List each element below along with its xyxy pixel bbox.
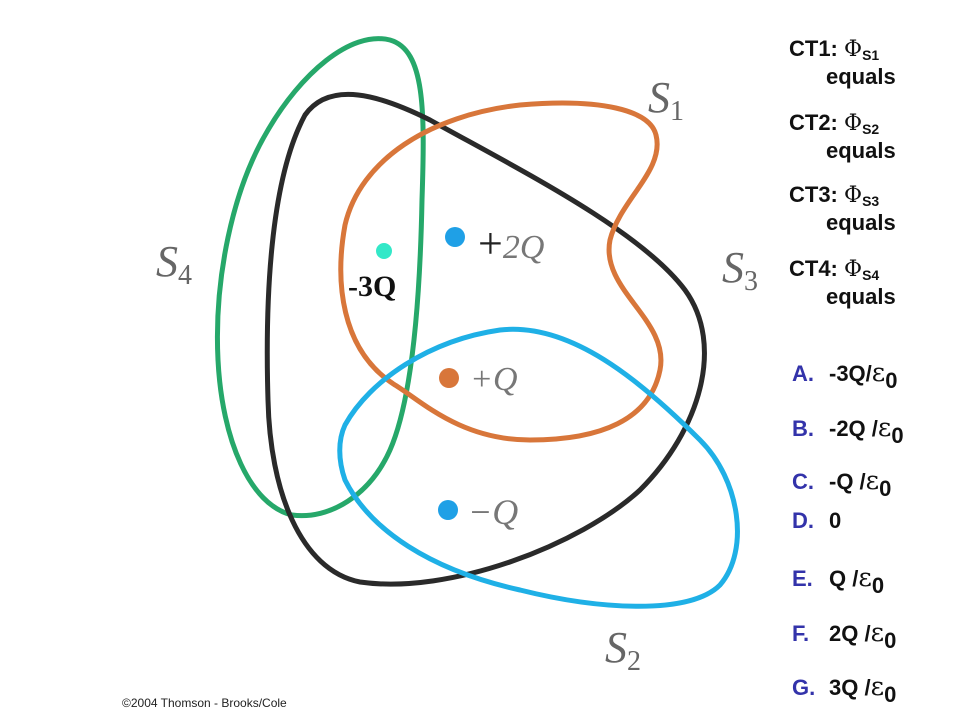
option-letter: C. (792, 469, 814, 494)
epsilon-symbol: ε (877, 413, 892, 443)
epsilon-symbol: ε (865, 466, 880, 496)
charge-neg3q-dot (376, 243, 392, 259)
epsilon-subscript: 0 (871, 573, 885, 598)
option-letter: A. (792, 361, 814, 386)
surface-label-s2: S2 (605, 623, 641, 677)
copyright-notice: ©2004 Thomson - Brooks/Cole (122, 696, 287, 710)
question-text: equals (826, 284, 896, 309)
epsilon-symbol: ε (870, 672, 885, 702)
question-prefix: CT1: (789, 36, 838, 61)
question-text: equals (826, 64, 896, 89)
option-e[interactable]: E. Q /ε0 (792, 565, 884, 597)
question-prefix: CT4: (789, 256, 838, 281)
surface-label-s1: S1 (648, 73, 684, 127)
epsilon-subscript: 0 (884, 682, 897, 707)
surface-label-s3: S3 (722, 243, 758, 297)
option-value: 3Q / (829, 675, 871, 700)
charge-plus2q-dot (445, 227, 465, 247)
charge-plusq-label: +Q (470, 361, 518, 398)
surface-s1-curve (338, 100, 664, 443)
option-f[interactable]: F. 2Q /ε0 (792, 620, 896, 652)
option-letter: E. (792, 566, 813, 591)
option-letter: B. (792, 416, 814, 441)
charge-plusq-dot (439, 368, 459, 388)
surface-s3-curve (264, 92, 707, 587)
flux-symbol: Φ (844, 257, 863, 282)
epsilon-symbol: ε (858, 563, 872, 593)
flux-symbol: Φ (844, 183, 863, 208)
charge-minusq-label: −Q (468, 492, 518, 532)
question-text: equals (826, 138, 896, 163)
question-ct4: CT4: ΦS4 equals (789, 258, 896, 308)
question-prefix: CT2: (789, 110, 838, 135)
option-letter: F. (792, 621, 810, 646)
question-ct3: CT3: ΦS3 equals (789, 184, 896, 234)
epsilon-symbol: ε (870, 618, 885, 648)
question-ct2: CT2: ΦS2 equals (789, 112, 896, 162)
epsilon-subscript: 0 (879, 476, 892, 501)
epsilon-subscript: 0 (885, 368, 898, 393)
flux-subscript: S2 (862, 121, 880, 137)
question-prefix: CT3: (789, 182, 838, 207)
flux-subscript: S3 (862, 193, 880, 209)
option-b[interactable]: B. -2Q /ε0 (792, 415, 904, 447)
charge-minusq-dot (438, 500, 458, 520)
epsilon-subscript: 0 (884, 628, 897, 653)
question-text: equals (826, 210, 896, 235)
option-letter: D. (792, 508, 814, 533)
option-value: 0 (829, 508, 842, 533)
flux-subscript: S1 (862, 47, 880, 63)
option-value: -2Q / (829, 416, 878, 441)
option-value: -Q / (829, 469, 866, 494)
option-letter: G. (792, 675, 816, 700)
surface-label-s4: S4 (156, 237, 192, 291)
flux-subscript: S4 (862, 267, 880, 283)
charge-neg3q-label: -3Q (348, 270, 396, 303)
option-value: Q / (829, 566, 859, 591)
surface-s2-curve (337, 326, 740, 609)
option-c[interactable]: C. -Q /ε0 (792, 468, 891, 500)
epsilon-symbol: ε (871, 358, 886, 388)
option-g[interactable]: G. 3Q /ε0 (792, 674, 896, 706)
question-ct1: CT1: ΦS1 equals (789, 38, 896, 88)
flux-symbol: Φ (844, 111, 863, 136)
charge-plus2q-label: +2Q (478, 219, 544, 268)
surface-s4-curve (215, 36, 426, 519)
flux-symbol: Φ (844, 37, 863, 62)
option-value: 2Q / (829, 621, 871, 646)
epsilon-subscript: 0 (891, 423, 904, 448)
option-value: -3Q/ (829, 361, 872, 386)
option-d[interactable]: D. 0 (792, 510, 841, 532)
option-a[interactable]: A. -3Q/ε0 (792, 360, 898, 392)
gauss-law-surfaces-figure: S1 S2 S3 S4 -3Q +2Q +Q −Q (156, 36, 758, 677)
